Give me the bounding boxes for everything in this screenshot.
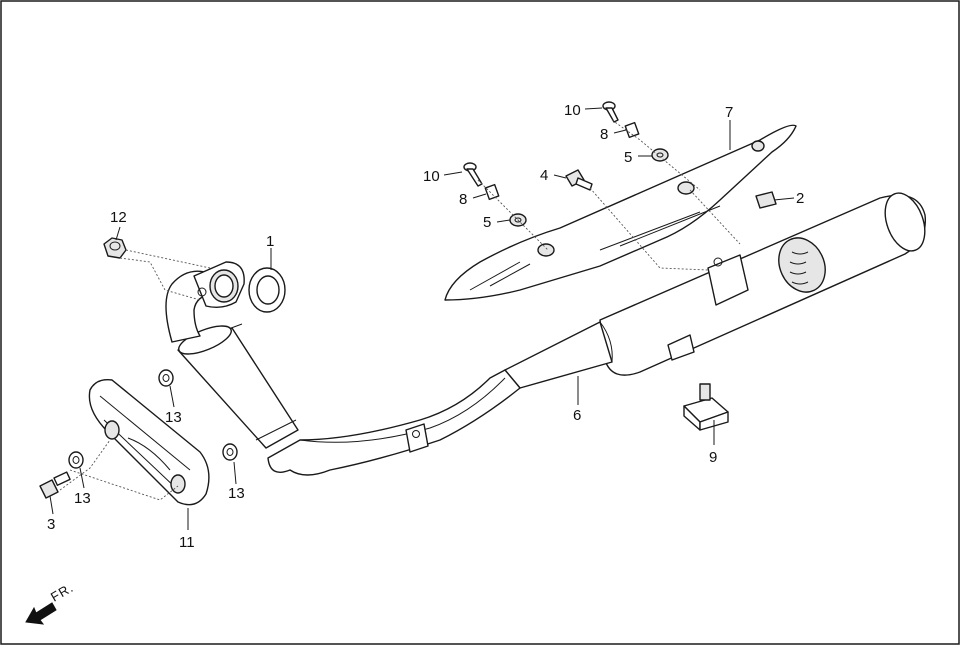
callout-13-lower-left: 13 (74, 490, 91, 507)
callout-12: 12 (110, 209, 127, 226)
flange-nut (103, 237, 127, 259)
callout-5-lower: 5 (483, 214, 491, 231)
washer-upper (158, 369, 174, 387)
heat-shield (444, 124, 797, 301)
front-direction-label: FR. (48, 580, 76, 605)
collar-upper (624, 121, 640, 139)
grommet-upper (651, 148, 669, 162)
collar-lower (484, 183, 500, 201)
assembly-guide-lines (59, 119, 741, 501)
callout-10-upper: 10 (564, 102, 581, 119)
callout-labels: 1 2 3 4 5 5 6 7 8 8 9 10 10 11 12 13 13 … (47, 102, 804, 551)
leader-lines (49, 107, 795, 530)
shield-bolt-lower (463, 162, 483, 187)
exhaust-sensor (683, 383, 729, 431)
callout-13-upper: 13 (165, 409, 182, 426)
callout-8-lower: 8 (459, 191, 467, 208)
callout-7: 7 (725, 104, 733, 121)
callout-1: 1 (266, 233, 274, 250)
callout-6: 6 (573, 407, 581, 424)
shield-flange-bolt (565, 169, 593, 191)
callout-2: 2 (796, 190, 804, 207)
washer-lower-right (222, 443, 238, 461)
protector-bolt (39, 471, 71, 499)
exhaust-muffler-assembly (267, 192, 927, 476)
callout-10-lower: 10 (423, 168, 440, 185)
muffler-protector (88, 379, 210, 506)
callout-13-lower-right: 13 (228, 485, 245, 502)
front-pipe-catalyst (165, 261, 299, 449)
callout-3: 3 (47, 516, 55, 533)
front-direction-indicator: FR. (25, 580, 76, 625)
callout-8-upper: 8 (600, 126, 608, 143)
front-arrow-icon (25, 602, 57, 625)
shield-bolt-upper (602, 101, 619, 123)
shield-clip (755, 191, 777, 209)
washer-lower-left (68, 451, 84, 469)
callout-5-upper: 5 (624, 149, 632, 166)
callout-9: 9 (709, 449, 717, 466)
exhaust-gasket (248, 267, 286, 313)
callout-4: 4 (540, 167, 548, 184)
callout-11: 11 (179, 534, 195, 551)
